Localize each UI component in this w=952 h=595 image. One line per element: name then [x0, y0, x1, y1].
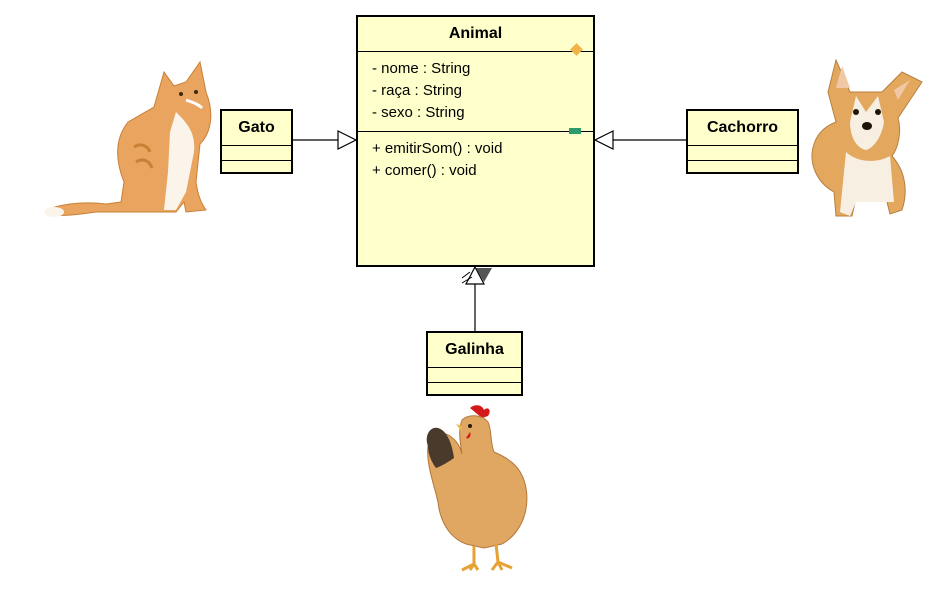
- class-gato-operations: [222, 160, 291, 175]
- class-galinha-operations: [428, 382, 521, 397]
- class-galinha-name: Galinha: [445, 341, 504, 358]
- class-cachorro-attributes: [688, 145, 797, 160]
- class-galinha[interactable]: Galinha: [426, 331, 523, 396]
- association-marker-icon: [476, 268, 492, 282]
- cat-photo: [44, 60, 212, 217]
- hen-photo: [426, 405, 528, 572]
- class-animal[interactable]: Animal - nome : String - raça : String -…: [356, 15, 595, 267]
- public-operations-bar-icon: [569, 128, 581, 134]
- class-cachorro-name: Cachorro: [706, 119, 779, 136]
- corgi-dog-photo: [811, 58, 923, 217]
- generalization-cachorro-animal[interactable]: [593, 130, 686, 150]
- attribute-sexo: - sexo : String: [372, 104, 465, 121]
- operation-emitir-som: + emitirSom() : void: [372, 140, 503, 157]
- class-galinha-attributes: [428, 367, 521, 382]
- class-gato-attributes: [222, 145, 291, 160]
- class-cachorro[interactable]: Cachorro: [686, 109, 799, 174]
- class-cachorro-operations: [688, 160, 797, 175]
- class-gato[interactable]: Gato: [220, 109, 293, 174]
- class-animal-attributes: - nome : String - raça : String - sexo :…: [358, 43, 593, 131]
- generalization-galinha-animal[interactable]: [461, 265, 492, 331]
- generalization-gato-animal[interactable]: [293, 130, 358, 150]
- class-animal-operations: + emitirSom() : void + comer() : void: [358, 128, 593, 182]
- operation-comer: + comer() : void: [372, 162, 477, 179]
- attribute-raca: - raça : String: [372, 82, 463, 99]
- attribute-nome: - nome : String: [372, 60, 471, 77]
- class-gato-name: Gato: [238, 119, 275, 136]
- class-animal-name: Animal: [448, 25, 503, 42]
